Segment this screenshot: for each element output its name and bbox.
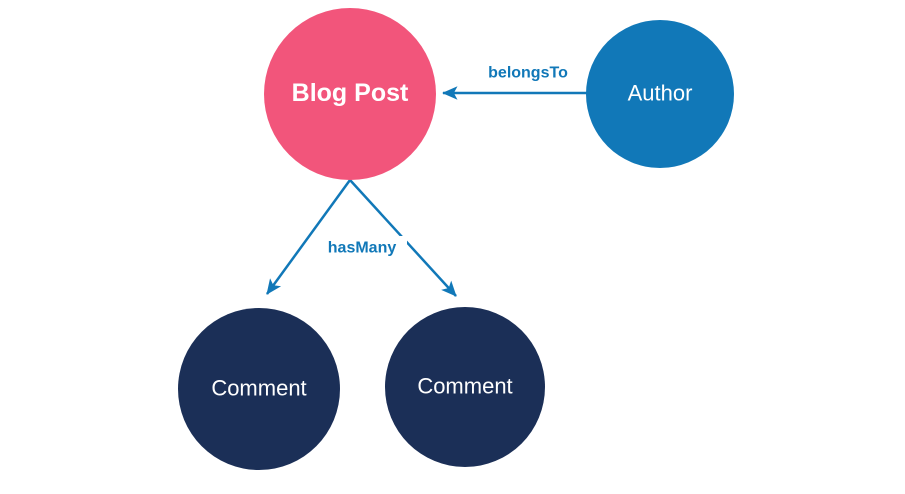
edge-has-many-label-group: hasMany <box>318 236 407 261</box>
node-comment-right-label: Comment <box>417 374 512 399</box>
edge-belongs-to[interactable]: belongsTo <box>442 65 589 100</box>
node-blog-post-label: Blog Post <box>292 79 409 107</box>
node-comment-left-label: Comment <box>211 376 306 401</box>
node-comment-left-circle <box>178 308 340 470</box>
node-blog-post-circle <box>264 8 436 180</box>
node-comment-right[interactable]: Comment <box>385 307 545 467</box>
node-comment-right-circle <box>385 307 545 467</box>
node-comment-left[interactable]: Comment <box>178 308 340 470</box>
edge-has-many-label: hasMany <box>328 240 397 257</box>
edge-belongs-to-label: belongsTo <box>488 65 568 82</box>
node-author[interactable]: Author <box>586 20 734 168</box>
edge-has-many-left-line <box>265 179 352 295</box>
edge-has-many-left[interactable] <box>265 179 352 295</box>
node-author-label: Author <box>628 81 693 106</box>
node-blog-post[interactable]: Blog Post <box>264 8 436 180</box>
edge-has-many-label-backdrop <box>318 236 407 261</box>
node-author-circle <box>586 20 734 168</box>
